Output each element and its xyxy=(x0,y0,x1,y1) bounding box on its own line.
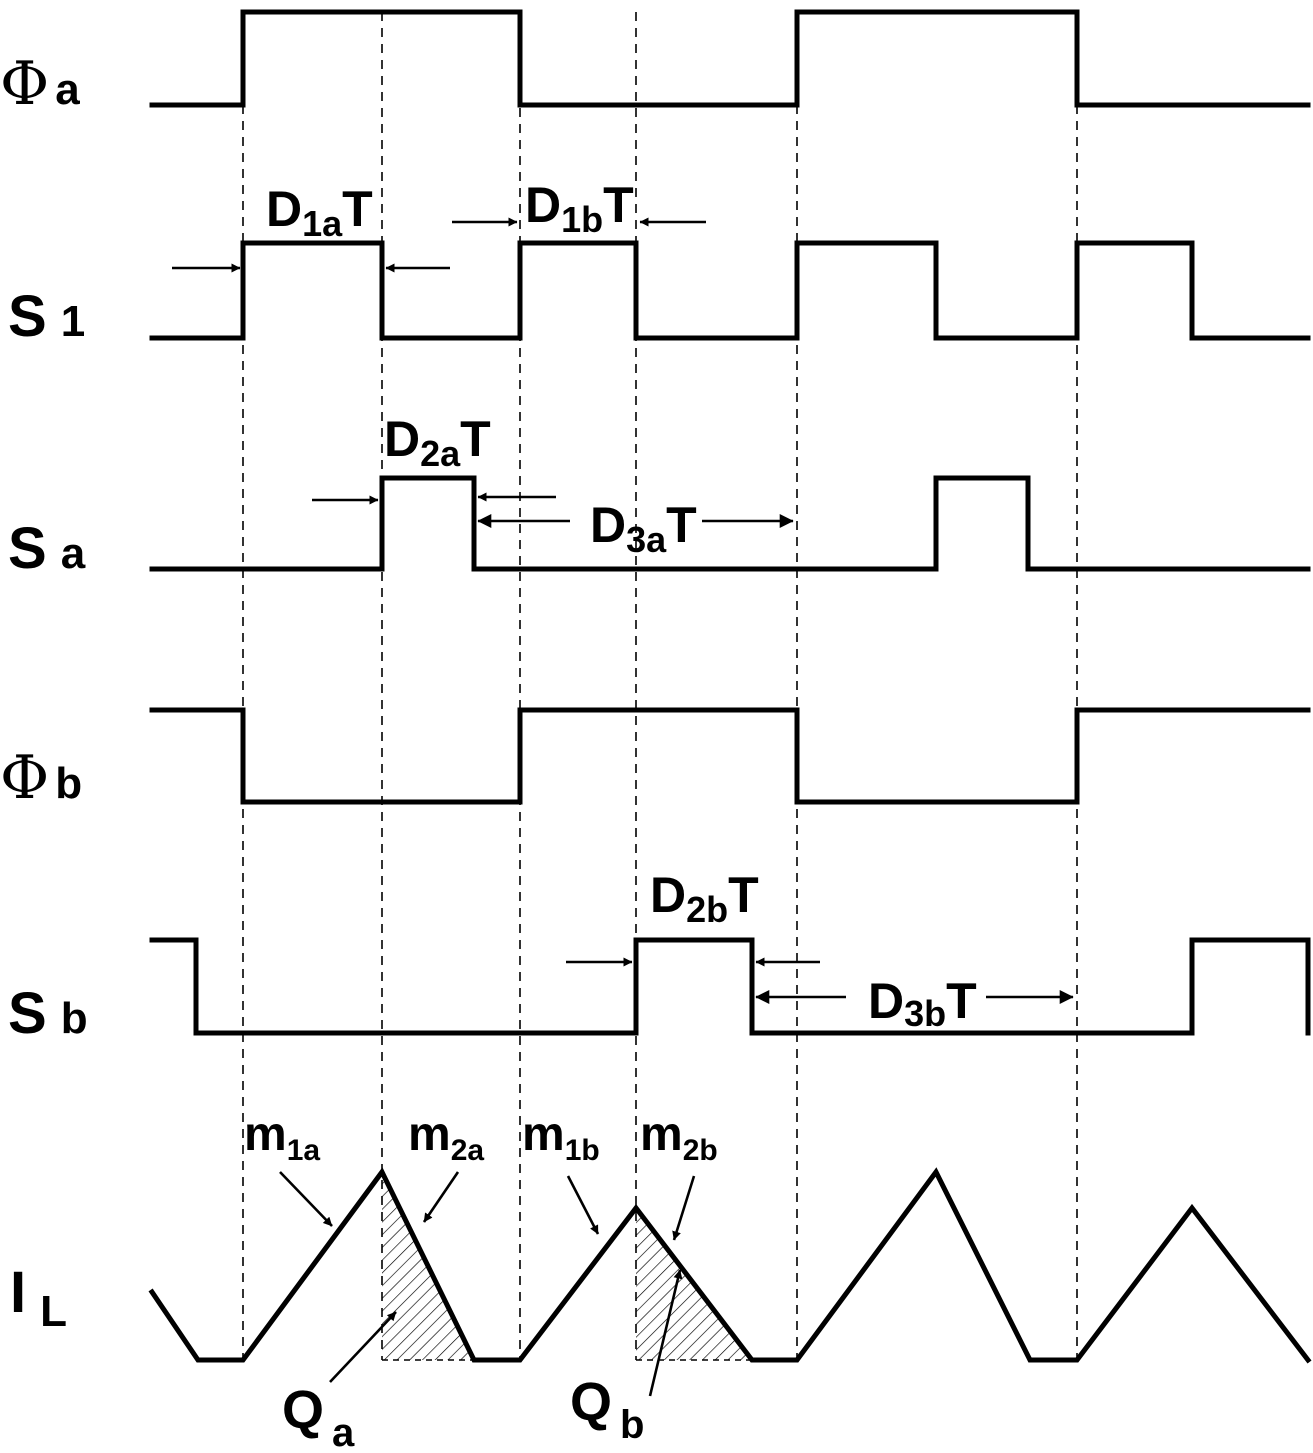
qa-arrow xyxy=(329,1311,397,1383)
slope-label-m1a: m1a xyxy=(244,1108,320,1167)
m2b-arrow xyxy=(672,1175,696,1241)
annotation-d2at: D2aT xyxy=(384,411,491,474)
phi-b-waveform xyxy=(149,707,1311,805)
m1b-arrow xyxy=(566,1175,600,1235)
slope-label-m1b: m1b xyxy=(522,1108,600,1167)
m1a-arrow xyxy=(279,1171,333,1227)
annotation-d1bt: D1bT xyxy=(525,177,634,240)
phi-a-waveform xyxy=(149,9,1311,108)
annotation-d3bt: D3bT xyxy=(868,973,977,1034)
sa-waveform xyxy=(149,475,1311,572)
annotation-d1at: D1aT xyxy=(266,181,373,244)
m2a-arrow xyxy=(422,1171,460,1223)
slope-label-m2a: m2a xyxy=(408,1108,484,1167)
slope-label-m2b: m2b xyxy=(640,1108,718,1167)
s1-waveform xyxy=(149,240,1311,341)
il-waveform xyxy=(148,1167,1312,1364)
annotation-d2bt: D2bT xyxy=(650,867,759,930)
sb-waveform xyxy=(149,937,1311,1036)
annotation-d3at: D3aT xyxy=(590,497,697,560)
qb-arrow xyxy=(648,1269,683,1397)
